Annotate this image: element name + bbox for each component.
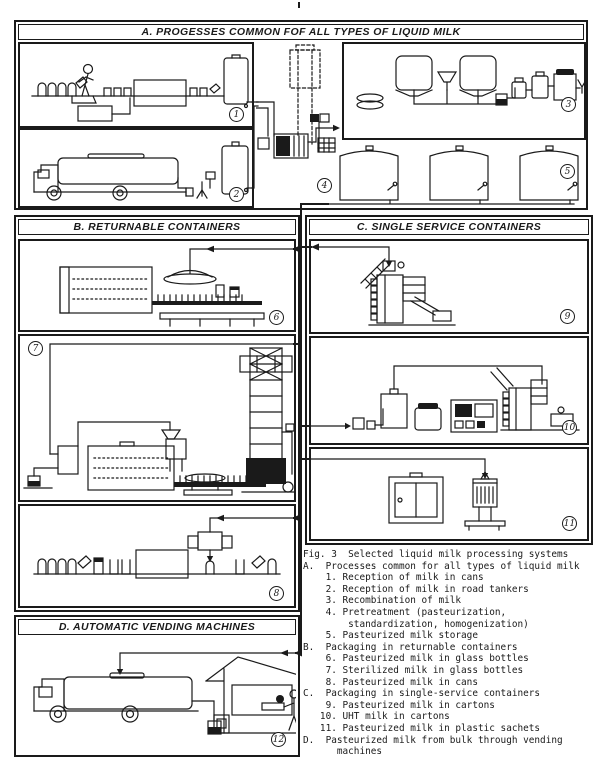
sachet-machine-drawing [311, 458, 506, 531]
panel-4-pretreatment [256, 42, 342, 208]
panel-6-glass-bottles: 6 [18, 239, 296, 332]
can-filling-drawing [33, 514, 294, 579]
panel-number-3: 3 [561, 97, 576, 112]
panel-number-6: 6 [269, 310, 284, 325]
panel-number-4: 4 [317, 178, 332, 193]
section-c-single-service: C. SINGLE SERVICE CONTAINERS 9 [305, 215, 593, 545]
sterilizer-line-drawing [23, 343, 294, 496]
caption-line: D. Pasteurized milk from bulk through ve… [303, 734, 563, 746]
section-d-vending-machines: D. AUTOMATIC VENDING MACHINES [14, 615, 300, 757]
panel-number-10: 10 [562, 420, 577, 435]
caption-line: machines [303, 746, 383, 758]
caption-line: 8. Pasteurized milk in cans [303, 676, 478, 688]
uht-carton-line-drawing [311, 365, 580, 433]
caption-line: 7. Sterilized milk in glass bottles [303, 664, 524, 676]
caption-line: 5. Pasteurized milk storage [303, 630, 478, 642]
can-reception-drawing [31, 54, 252, 122]
caption-line: 11. Pasteurized milk in plastic sachets [303, 722, 541, 734]
panel-number-7: 7 [28, 341, 43, 356]
panel-3-recombination: 3 [342, 42, 586, 140]
caption-line: 10. UHT milk in cartons [303, 711, 450, 723]
caption-line: 6. Pasteurized milk in glass bottles [303, 653, 529, 665]
section-b-returnable-containers: B. RETURNABLE CONTAINERS 6 [14, 215, 300, 612]
caption-line: 3. Recombination of milk [303, 595, 462, 607]
panel-11-plastic-sachets: 11 [309, 447, 589, 541]
storage-tanks-drawing [328, 145, 579, 205]
panel-number-5: 5 [560, 164, 575, 179]
panel-number-2: 2 [229, 187, 244, 202]
section-a-title: A. PROGESSES COMMON FOF ALL TYPES OF LIQ… [18, 24, 584, 40]
caption-line: 1. Reception of milk in cans [303, 572, 484, 584]
caption-line: B. Packaging in returnable containers [303, 641, 518, 653]
pretreatment-drawing [256, 44, 340, 159]
panel-8-milk-in-cans: 8 [18, 504, 296, 608]
caption-line: standardization, homogenization) [303, 618, 529, 630]
bottle-filling-line-drawing [59, 245, 294, 327]
panel-number-9: 9 [560, 309, 575, 324]
caption-line: 4. Pretreatment (pasteurization, [303, 606, 507, 618]
panel-7-sterilized-bottles: 7 [18, 334, 296, 502]
section-c-title: C. SINGLE SERVICE CONTAINERS [309, 219, 589, 235]
caption-line: C. Packaging in single-service container… [303, 688, 541, 700]
carton-machine-drawing [311, 246, 456, 326]
scan-artifact-mark [298, 2, 300, 8]
vending-delivery-drawing [33, 649, 296, 735]
panel-number-8: 8 [269, 586, 284, 601]
panel-12-vending-delivery: 12 [18, 637, 296, 753]
panel-9-milk-in-cartons: 9 [309, 239, 589, 334]
section-d-title: D. AUTOMATIC VENDING MACHINES [18, 619, 296, 635]
panel-2-reception-road-tankers: 2 [18, 128, 254, 208]
panel-5-milk-storage [328, 142, 586, 206]
caption-line: A. Processes common for all types of liq… [303, 560, 580, 572]
panel-number-12: 12 [271, 732, 286, 747]
panel-number-11: 11 [562, 516, 577, 531]
road-tanker-drawing [33, 141, 252, 201]
panel-1-reception-milk-in-cans: 1 [18, 42, 254, 128]
caption-line: Fig. 3 Selected liquid milk processing s… [303, 549, 569, 560]
caption-line: 9. Pasteurized milk in cartons [303, 699, 495, 711]
panel-number-1: 1 [229, 107, 244, 122]
caption-line: 2. Reception of milk in road tankers [303, 583, 529, 595]
section-b-title: B. RETURNABLE CONTAINERS [18, 219, 296, 235]
recombination-drawing [356, 55, 584, 110]
panel-10-uht-cartons: 10 [309, 336, 589, 445]
figure-caption: Fig. 3 Selected liquid milk processing s… [303, 549, 597, 758]
section-a-common-processes: A. PROGESSES COMMON FOF ALL TYPES OF LIQ… [14, 20, 588, 210]
